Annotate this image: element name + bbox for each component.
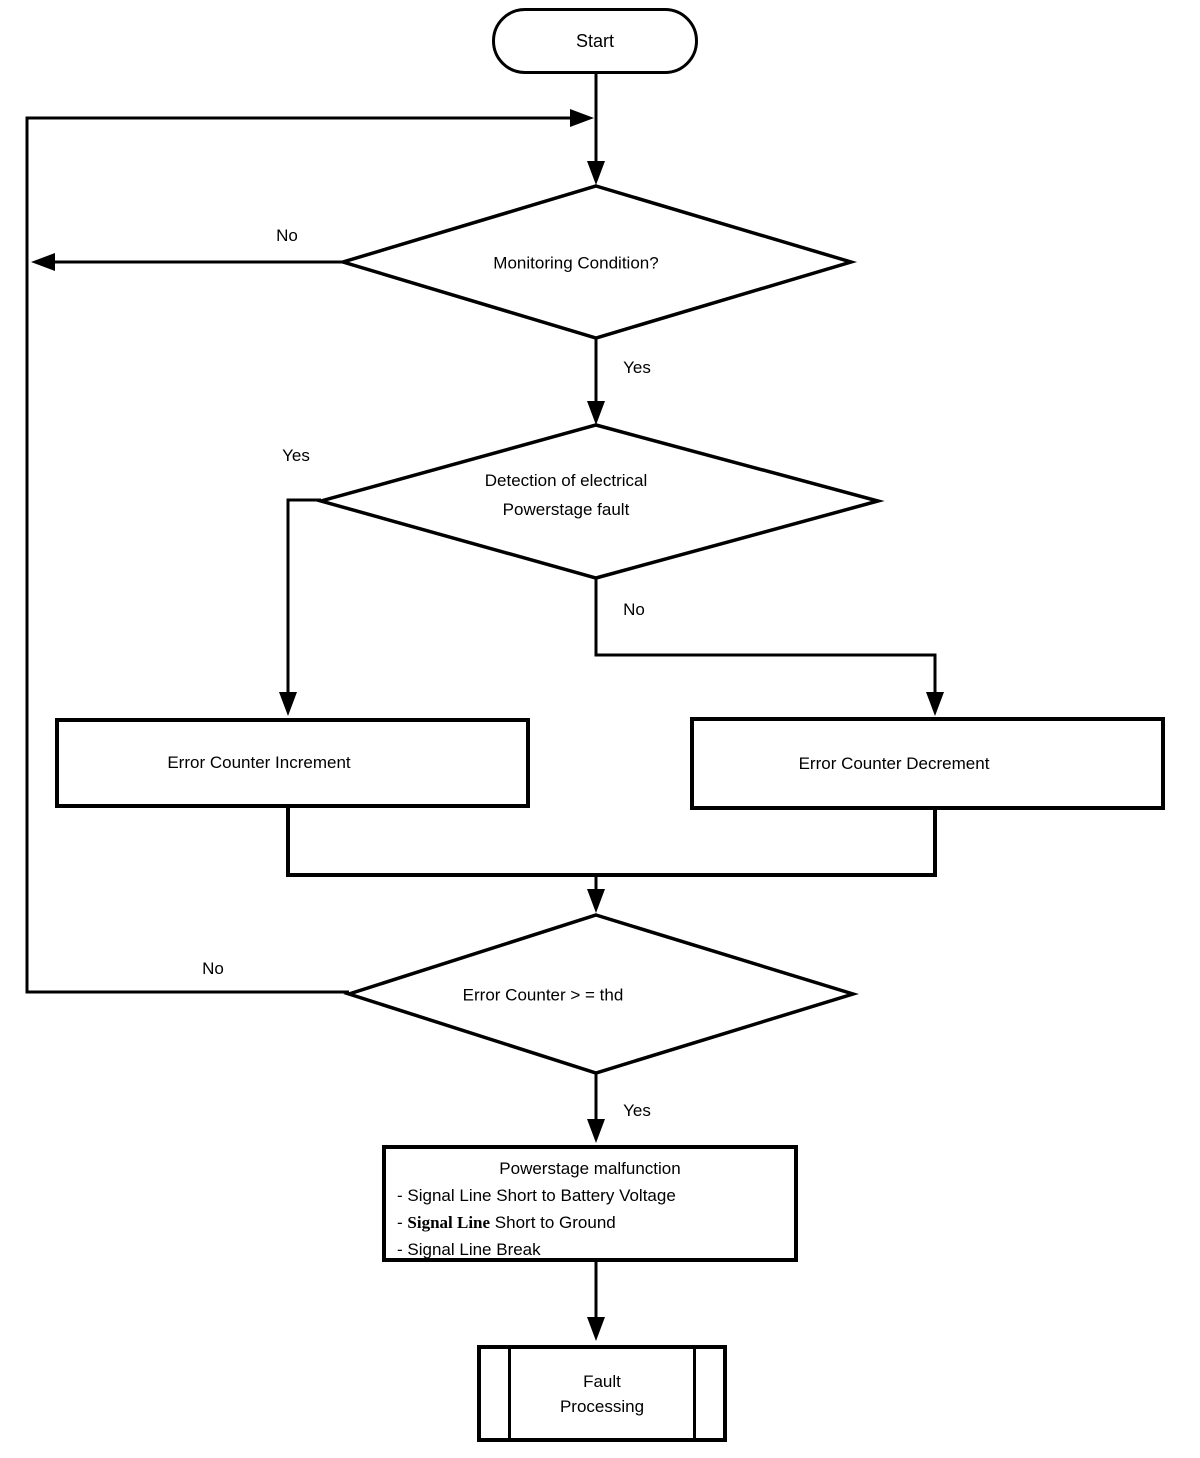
edge-label-detection-no: No [623,600,645,619]
decrement-label: Error Counter Decrement [798,753,990,773]
monitoring-decision-label: Monitoring Condition? [493,253,659,273]
arrowhead-into-increment [279,692,297,716]
detection-decision-label: Detection of electrical Powerstage fault [485,466,648,524]
malfunction-bullet-list: - Signal Line Short to Battery Voltage -… [386,1182,794,1263]
malfunction-bullet-1: - Signal Line Short to Battery Voltage [397,1186,676,1205]
node-error-counter-increment: Error Counter Increment [55,718,530,808]
edge-label-threshold-no: No [202,959,224,978]
edge-label-detection-yes: Yes [282,446,310,465]
malfunction-bullet-3: - Signal Line Break [397,1240,541,1259]
edge-label-monitoring-no: No [276,226,298,245]
decision-monitoring-shape [336,184,858,340]
detection-label-line1: Detection of electrical [484,471,648,490]
predefined-process-left-bar [508,1349,511,1438]
fault-label-line1: Fault [583,1371,621,1391]
bullet-2-serif-part: Signal Line [407,1213,491,1232]
node-fault-processing: Fault Processing [477,1345,727,1442]
malfunction-title: Powerstage malfunction [499,1159,681,1178]
arrowhead-into-fault [587,1317,605,1341]
connector-detection-no [594,578,937,694]
bullet-2-rest: Short to Ground [490,1213,616,1232]
bullet-2-dash: - [397,1213,408,1232]
malfunction-bullet-2: - Signal Line Short to Ground [397,1209,794,1236]
edge-label-monitoring-yes: Yes [623,358,651,377]
connector-detection-yes [286,498,321,694]
node-start: Start [492,8,698,74]
arrowhead-feedback-join [570,109,594,127]
arrowhead-into-detection [587,401,605,425]
arrowhead-into-monitoring [587,161,605,185]
threshold-decision-label: Error Counter > = thd [462,985,624,1005]
arrowhead-monitoring-no [31,253,55,271]
node-error-counter-decrement: Error Counter Decrement [690,717,1165,810]
predefined-process-right-bar [693,1349,696,1438]
connector-merge [286,806,937,877]
fault-processing-label: Fault Processing [481,1369,723,1419]
arrowhead-into-malfunction [587,1119,605,1143]
detection-label-line2: Powerstage fault [502,500,630,519]
arrowhead-into-threshold [587,889,605,913]
arrowhead-into-decrement [926,692,944,716]
decision-detection-shape [314,423,885,580]
increment-label: Error Counter Increment [167,753,351,772]
fault-label-line2: Processing [559,1396,645,1416]
start-label: Start [575,30,614,51]
decision-threshold-shape [343,913,859,1075]
edge-label-threshold-yes: Yes [623,1101,651,1120]
connector-feedback-loop [25,116,572,994]
node-powerstage-malfunction: Powerstage malfunction - Signal Line Sho… [382,1145,798,1262]
